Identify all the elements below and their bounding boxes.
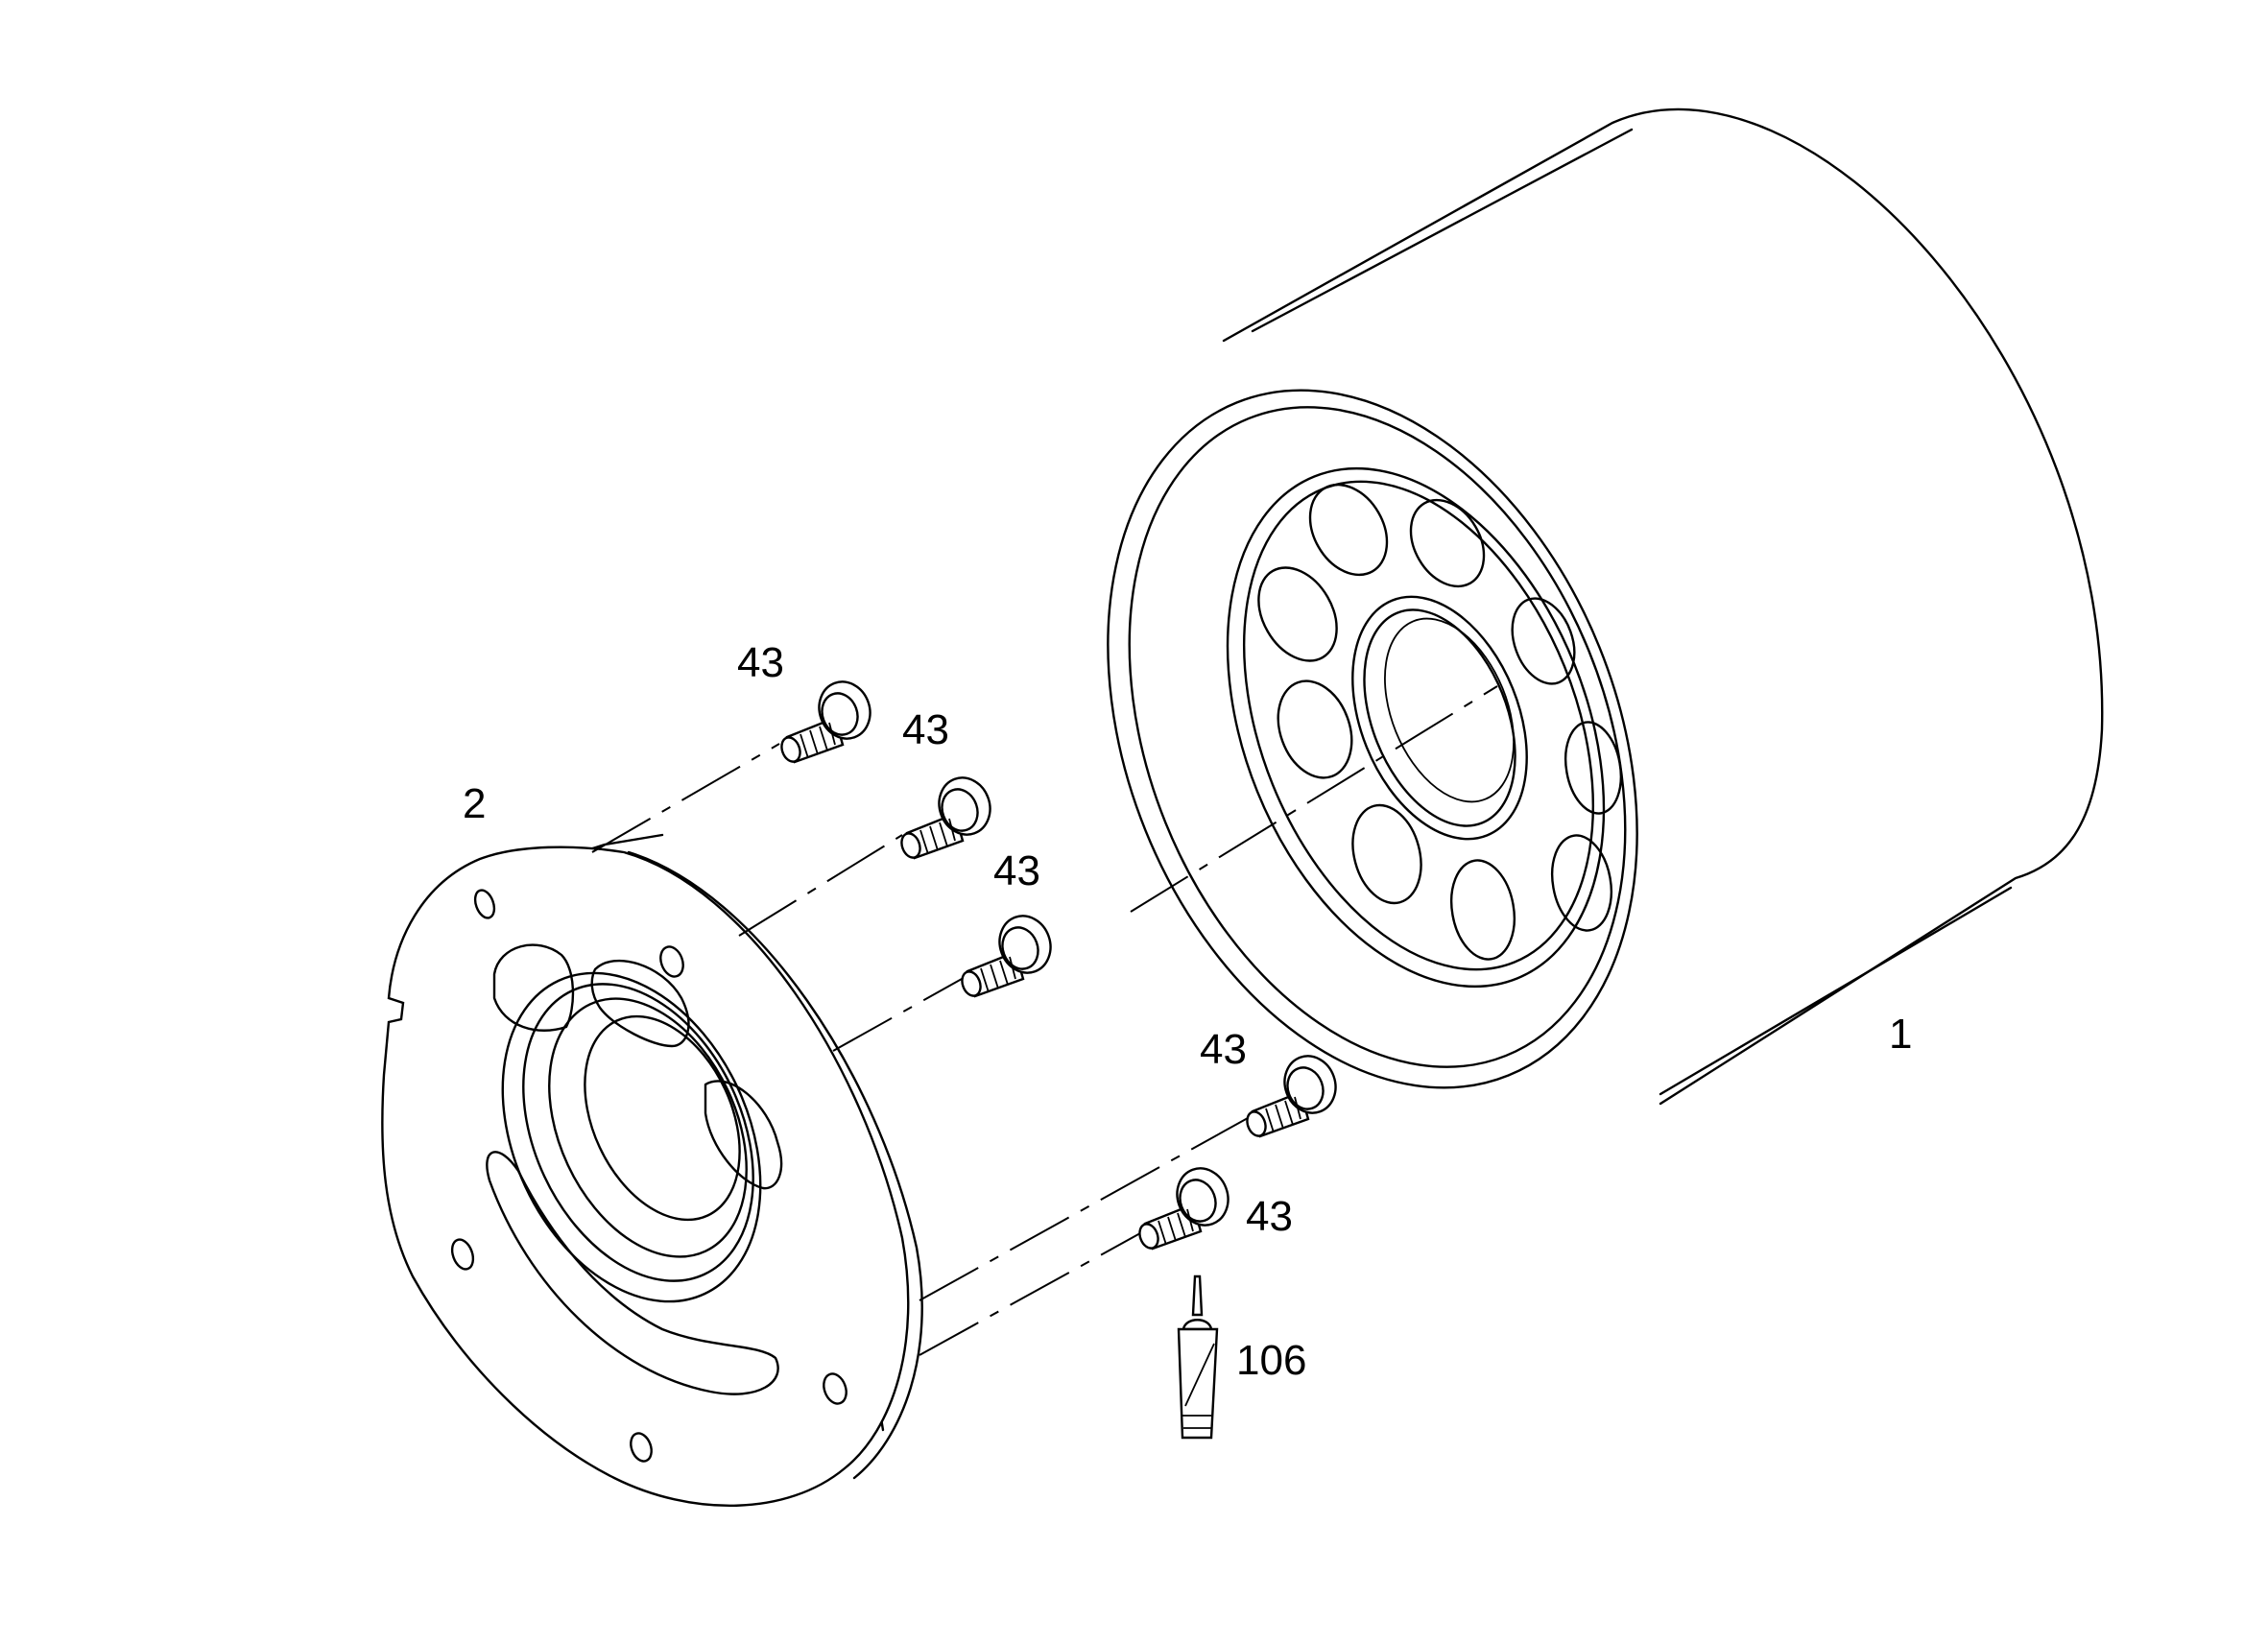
bolt-icon-b	[900, 776, 991, 860]
callout-bolt-d: 43	[1200, 1026, 1247, 1073]
bolt-icon-d	[1246, 1055, 1337, 1138]
bolt-icon-e	[1138, 1167, 1229, 1251]
callout-part-1: 1	[1889, 1011, 1912, 1058]
bolt-icon-c	[961, 915, 1052, 998]
callout-bolt-a: 43	[737, 639, 784, 686]
piston-bores	[1257, 483, 1623, 961]
mounting-holes	[450, 889, 848, 1463]
callout-part-2: 2	[463, 780, 486, 827]
callout-bolt-b: 43	[902, 706, 949, 753]
callout-bolt-c: 43	[993, 847, 1040, 894]
callout-bolt-e: 43	[1246, 1193, 1293, 1240]
port-plate	[381, 833, 923, 1508]
adhesive-tube-icon	[1177, 1275, 1219, 1440]
bolt-icon-a	[780, 680, 871, 764]
callout-part-106: 106	[1236, 1337, 1306, 1384]
cylinder-block	[1107, 107, 2104, 1106]
assembly-lines	[591, 685, 1498, 1356]
